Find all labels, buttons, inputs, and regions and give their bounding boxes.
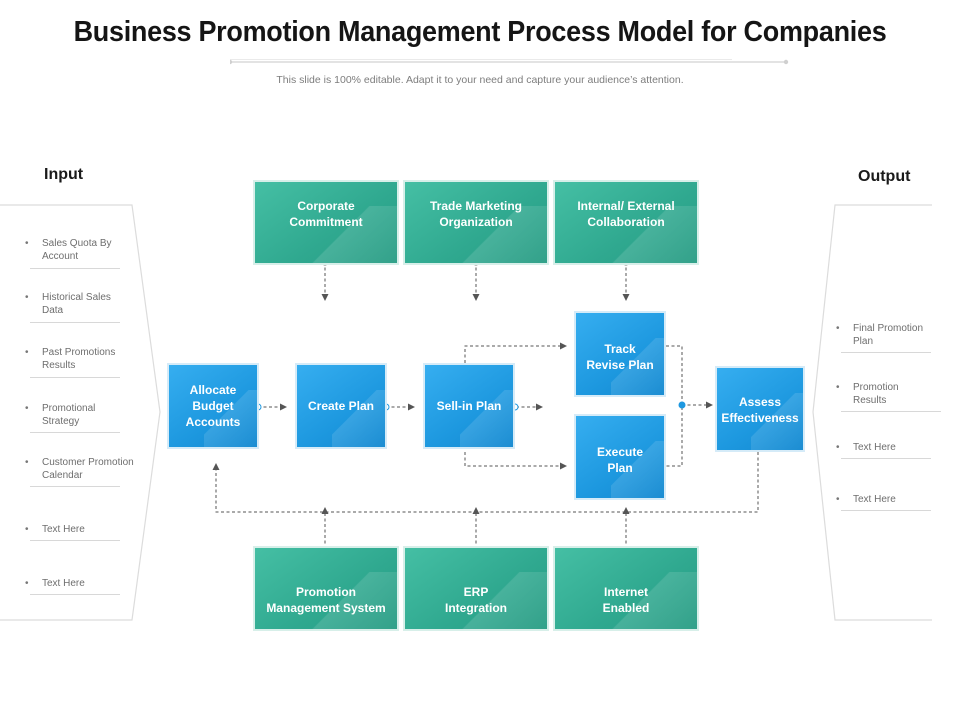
page-title: Business Promotion Management Process Mo… xyxy=(73,16,887,48)
arrow-to-track xyxy=(464,342,567,363)
box-assess-effectiveness: Assess Effectiveness xyxy=(715,366,805,452)
input-item: •Text Here xyxy=(25,577,128,595)
output-item: •Final Promotion Plan xyxy=(836,322,933,353)
output-heading: Output xyxy=(858,168,911,185)
input-item: •Past Promotions Results xyxy=(25,346,128,378)
subtitle: This slide is 100% editable. Adapt it to… xyxy=(276,74,684,86)
output-item: •Text Here xyxy=(836,493,933,511)
box-allocate-budget: Allocate Budget Accounts xyxy=(167,363,259,449)
arrow-to-execute xyxy=(464,452,567,470)
output-item: •Promotion Results xyxy=(836,381,941,412)
box-internet-enabled: Internet Enabled xyxy=(553,546,699,631)
input-item: •Sales Quota By Account xyxy=(25,237,128,269)
input-item: •Promotional Strategy xyxy=(25,402,128,433)
box-track-revise: Track Revise Plan xyxy=(574,311,666,397)
input-item: •Customer Promotion Calendar xyxy=(25,456,138,487)
box-corporate-commitment: Corporate Commitment xyxy=(253,180,399,265)
input-item: •Text Here xyxy=(25,523,128,541)
merge-line xyxy=(666,345,683,467)
output-item: •Text Here xyxy=(836,441,933,459)
box-execute-plan: Execute Plan xyxy=(574,414,666,500)
box-trade-marketing: Trade Marketing Organization xyxy=(403,180,549,265)
input-heading: Input xyxy=(44,166,84,183)
box-collaboration: Internal/ External Collaboration xyxy=(553,180,699,265)
box-erp-integration: ERP Integration xyxy=(403,546,549,631)
title-divider xyxy=(230,59,789,65)
box-promotion-management: Promotion Management System xyxy=(253,546,399,631)
box-create-plan: Create Plan xyxy=(295,363,387,449)
feedback-loop xyxy=(212,452,759,513)
input-item: •Historical Sales Data xyxy=(25,291,128,323)
box-sell-in-plan: Sell-in Plan xyxy=(423,363,515,449)
